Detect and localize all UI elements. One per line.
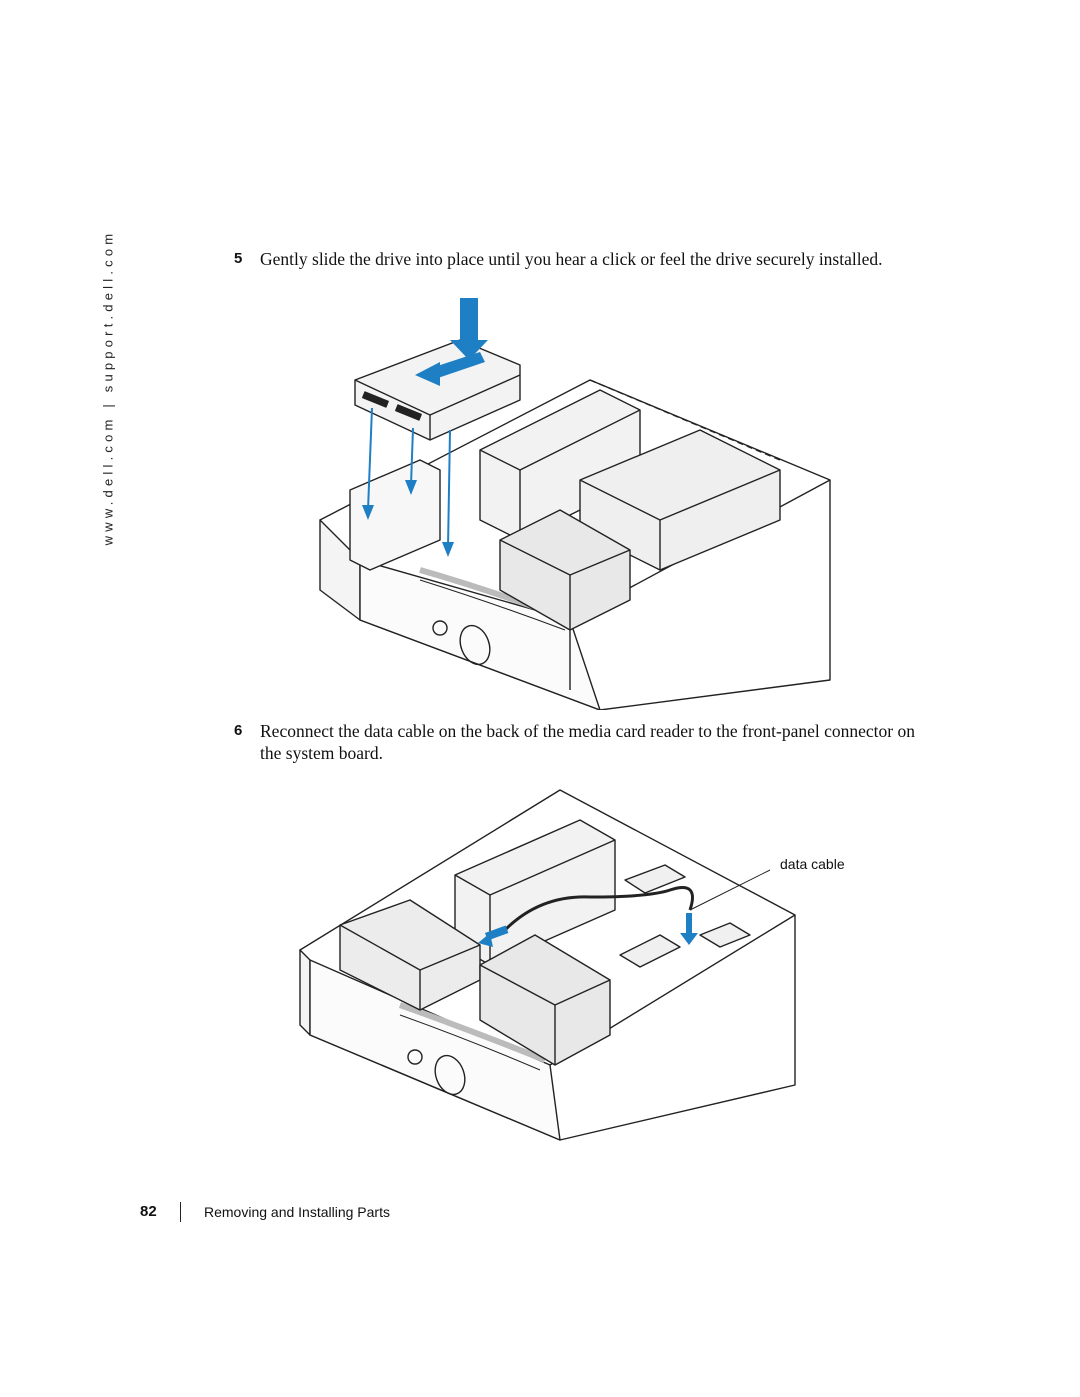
footer-divider [180,1202,181,1222]
sidebar-url-text: www.dell.com | support.dell.com [100,229,116,545]
step-number: 6 [234,722,243,739]
step-5: 5 Gently slide the drive into place unti… [234,248,924,270]
step-6: 6 Reconnect the data cable on the back o… [234,720,924,764]
step-number: 5 [234,250,243,267]
figure-drive-install [319,298,831,710]
section-title: Removing and Installing Parts [204,1204,390,1220]
page-number: 82 [140,1203,157,1220]
figure-data-cable [299,789,796,1141]
sidebar-url: www.dell.com | support.dell.com [96,229,120,545]
step-text: Reconnect the data cable on the back of … [260,721,915,763]
callout-data-cable: data cable [780,856,845,872]
step-text: Gently slide the drive into place until … [260,249,883,269]
